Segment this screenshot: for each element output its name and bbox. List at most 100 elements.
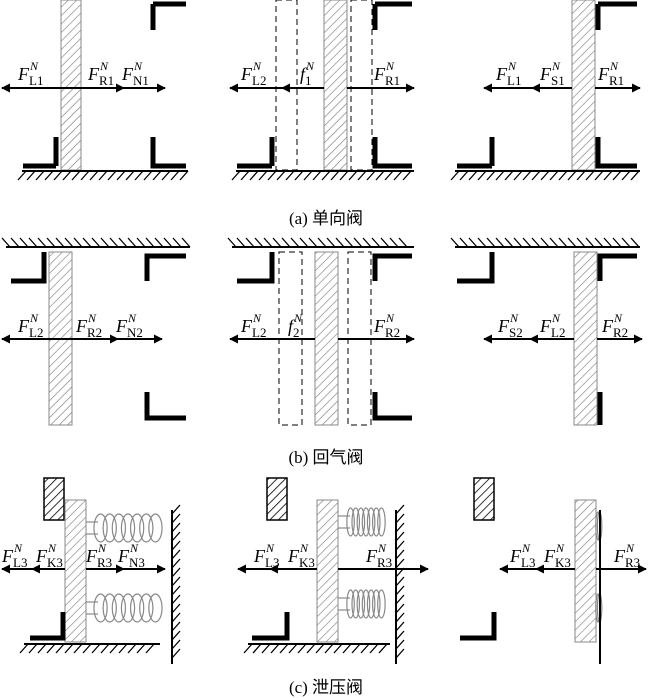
spring-bottom (86, 593, 163, 623)
hatch-tick (55, 237, 65, 248)
hatch-tick (171, 513, 181, 524)
hatch-tick (127, 643, 137, 654)
hatch-tick (395, 576, 405, 587)
spring-coil (129, 513, 145, 543)
hatch-tick (353, 237, 363, 248)
hatch-tick (171, 549, 181, 560)
l-stop-bottom-left (237, 137, 275, 169)
ground-hatch (19, 643, 160, 654)
l-stop-bottom-right (150, 137, 186, 169)
valve-plate (64, 499, 87, 643)
l-stop-bottom-left (252, 612, 290, 641)
hatch-tick (64, 643, 74, 654)
hatch-tick (1, 237, 11, 248)
hatch-tick (171, 639, 181, 650)
valve-plate (571, 0, 596, 171)
hatch-tick (127, 237, 137, 248)
hatch-tick (477, 170, 487, 181)
hatch-tick (540, 170, 550, 181)
ceiling-hatch (450, 237, 640, 248)
hatch-tick (513, 237, 523, 248)
valve-plate (316, 499, 339, 643)
spring-coil (351, 589, 361, 619)
hatch-tick (145, 237, 155, 248)
hatch-tick (73, 643, 83, 654)
hatch-tick (522, 170, 532, 181)
hatch-tick (37, 643, 47, 654)
hatch-tick (326, 237, 336, 248)
l-stop-top-left (237, 252, 275, 284)
hatch-tick (612, 170, 622, 181)
hatch-tick (272, 237, 282, 248)
hatch-tick (252, 643, 262, 654)
hatch-tick (171, 558, 181, 569)
spring-bottom (338, 589, 386, 619)
hatch-tick (19, 237, 29, 248)
hatch-tick (227, 237, 237, 248)
hatch-tick (243, 643, 253, 654)
spring-coil (93, 593, 108, 623)
hatch-tick (402, 170, 412, 181)
hatch-tick (154, 237, 164, 248)
hatch-tick (395, 504, 405, 515)
hatch-tick (46, 237, 56, 248)
hatch-tick (285, 170, 295, 181)
caption-c: (c) 泄压阀 (288, 678, 364, 697)
hatch-tick (118, 643, 128, 654)
hatch-tick (107, 170, 117, 181)
hatch-tick (612, 237, 622, 248)
l-stop-bottom-right (372, 137, 412, 169)
spring-coil (120, 593, 136, 623)
hatch-tick (91, 237, 101, 248)
hatch-tick (371, 237, 381, 248)
hatch-tick (504, 237, 514, 248)
hatch-tick (585, 237, 595, 248)
hatch-tick (375, 170, 385, 181)
spring-coil (111, 513, 127, 543)
hatch-tick (576, 237, 586, 248)
hatch-tick (136, 237, 146, 248)
valve-plate (574, 499, 597, 643)
hatch-tick (171, 504, 181, 515)
ground-hatch (17, 170, 189, 181)
hatch-tick (585, 170, 595, 181)
hatch-tick (299, 237, 309, 248)
spring-coil (377, 589, 386, 619)
hatch-tick (395, 522, 405, 533)
spring-coil (361, 507, 371, 537)
hatch-tick (603, 170, 613, 181)
spring-coil (351, 507, 361, 537)
spring-coil (377, 507, 386, 537)
hatch-tick (389, 237, 399, 248)
guide-block (43, 477, 65, 521)
hatch-tick (468, 237, 478, 248)
hatch-tick (161, 170, 171, 181)
l-stop-top-right (372, 1, 412, 30)
l-stop-top-right (597, 253, 637, 281)
caption-a: (a) 单向阀 (288, 209, 364, 228)
hatch-tick (134, 170, 144, 181)
hatch-tick (28, 237, 38, 248)
hatch-tick (522, 237, 532, 248)
hatch-tick (398, 237, 408, 248)
hatch-tick (513, 170, 523, 181)
hatch-tick (267, 170, 277, 181)
hatch-tick (171, 612, 181, 623)
l-stop-bottom-left (23, 137, 59, 169)
hatch-tick (290, 237, 300, 248)
valve-plate-ghost-right (350, 0, 373, 171)
spring-coil (102, 593, 117, 623)
hatch-tick (64, 237, 74, 248)
hatch-tick (317, 237, 327, 248)
hatch-tick (171, 522, 181, 533)
hatch-tick (171, 531, 181, 542)
spring-coil (148, 513, 163, 543)
hatch-tick (152, 170, 162, 181)
